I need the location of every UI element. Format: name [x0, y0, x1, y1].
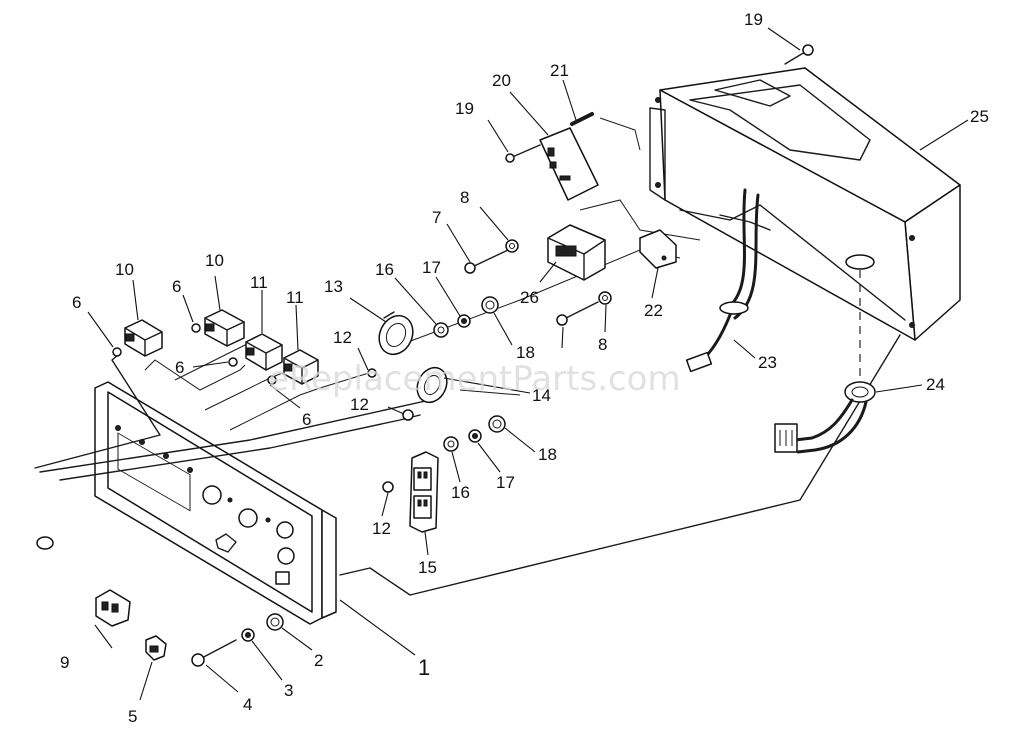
callout-labels: 1 2 3 4 5 6 6 6 6 7 8 8 9 10 10 11 11 12…: [60, 10, 989, 726]
nut-12c[interactable]: [382, 481, 394, 493]
screw-19b[interactable]: [784, 44, 814, 65]
callout-20: 20: [492, 71, 511, 90]
callout-4: 4: [243, 695, 252, 714]
screw-8b-bolt[interactable]: [556, 301, 599, 326]
screw-4[interactable]: [191, 639, 237, 667]
callout-14: 14: [532, 386, 551, 405]
callout-6d: 6: [302, 410, 311, 429]
switch-5[interactable]: [145, 635, 167, 661]
circuit-breaker-10a[interactable]: [124, 319, 163, 357]
callout-12a: 12: [333, 328, 352, 347]
washer-16a[interactable]: [433, 322, 449, 338]
washer-8a[interactable]: [505, 239, 519, 253]
callout-24: 24: [926, 375, 945, 394]
callout-6c: 6: [175, 358, 184, 377]
washer-8b[interactable]: [598, 291, 612, 305]
receptacle-13[interactable]: [373, 310, 419, 360]
nut-12b[interactable]: [402, 409, 414, 421]
callout-10a: 10: [115, 260, 134, 279]
callout-5: 5: [128, 707, 137, 726]
pin-21[interactable]: [570, 112, 594, 126]
callout-9: 9: [60, 653, 69, 672]
circuit-board-20[interactable]: [539, 127, 599, 201]
callout-16b: 16: [451, 483, 470, 502]
callout-1: 1: [418, 655, 430, 680]
nut-18b[interactable]: [488, 415, 506, 433]
lockwasher-3[interactable]: [241, 628, 255, 642]
callout-18b: 18: [538, 445, 557, 464]
callout-26: 26: [520, 288, 539, 307]
grommet-cable-24[interactable]: [774, 381, 876, 454]
callout-12b: 12: [350, 395, 369, 414]
callout-12c: 12: [372, 519, 391, 538]
lockwasher-17a[interactable]: [457, 314, 471, 328]
nut-18a[interactable]: [481, 296, 499, 314]
screw-19a[interactable]: [505, 144, 541, 163]
receptacle-14[interactable]: [412, 363, 453, 407]
duplex-receptacle-15[interactable]: [409, 451, 439, 533]
washer-6a[interactable]: [112, 347, 122, 357]
cable-clamp-22[interactable]: [639, 229, 677, 269]
front-control-panel[interactable]: [94, 381, 337, 625]
callout-8a: 8: [460, 188, 469, 207]
washer-6c[interactable]: [228, 357, 238, 367]
screw-7[interactable]: [464, 249, 509, 274]
callout-8b: 8: [598, 335, 607, 354]
washer-16b[interactable]: [443, 436, 459, 452]
washer-6b[interactable]: [191, 323, 201, 333]
callout-11b: 11: [286, 288, 304, 307]
circuit-breaker-10b[interactable]: [204, 309, 245, 347]
circuit-breaker-11b[interactable]: [283, 349, 319, 385]
callout-17b: 17: [496, 473, 515, 492]
bracket-26[interactable]: [547, 224, 606, 281]
callout-3: 3: [284, 681, 293, 700]
nut-12a[interactable]: [367, 368, 377, 378]
callout-16a: 16: [375, 260, 394, 279]
callout-18a: 18: [516, 343, 535, 362]
callout-6b: 6: [172, 277, 181, 296]
circuit-breaker-11a[interactable]: [245, 333, 283, 371]
callout-10b: 10: [205, 251, 224, 270]
callout-13: 13: [324, 277, 343, 296]
switch-9[interactable]: [95, 589, 131, 627]
grommet-loose[interactable]: [36, 536, 54, 550]
callout-19a: 19: [455, 99, 474, 118]
lockwasher-17b[interactable]: [468, 429, 482, 443]
callout-21: 21: [550, 61, 569, 80]
callout-7: 7: [432, 208, 441, 227]
callout-6a: 6: [72, 293, 81, 312]
watermark-text: eReplacementParts.com: [268, 359, 681, 399]
nut-2[interactable]: [266, 613, 284, 631]
callout-19b: 19: [744, 10, 763, 29]
washer-6d[interactable]: [267, 375, 277, 385]
control-box-enclosure[interactable]: [649, 67, 961, 341]
callout-11a: 11: [250, 273, 268, 292]
callout-22: 22: [644, 301, 663, 320]
callout-15: 15: [418, 558, 437, 577]
callout-23: 23: [758, 353, 777, 372]
callout-2: 2: [314, 651, 323, 670]
callout-25: 25: [970, 107, 989, 126]
wire-harness-23[interactable]: [685, 188, 771, 373]
callout-17a: 17: [422, 258, 441, 277]
leader-lines: [87, 27, 969, 701]
